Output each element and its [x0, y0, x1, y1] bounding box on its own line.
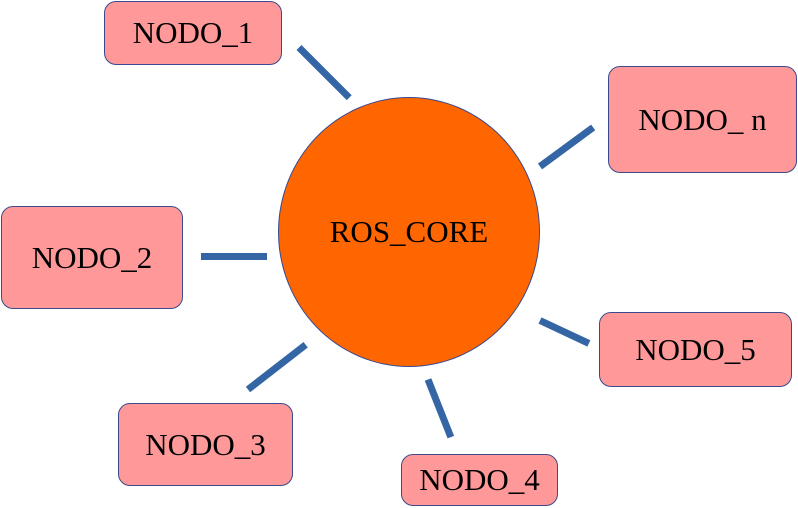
node-nodo-2: NODO_2: [1, 206, 183, 309]
connector-nodo-5: [538, 316, 591, 347]
ros-core-label: ROS_CORE: [329, 214, 489, 249]
connector-nodo-n: [537, 124, 596, 169]
node-label: NODO_1: [132, 15, 254, 50]
node-label: NODO_4: [419, 462, 540, 497]
node-label: NODO_ n: [638, 101, 767, 137]
connector-nodo-3: [245, 341, 309, 392]
connector-nodo-1: [296, 44, 352, 100]
node-nodo-4: NODO_4: [401, 454, 558, 506]
node-label: NODO_5: [635, 331, 756, 367]
node-nodo-n: NODO_ n: [608, 66, 797, 173]
connector-nodo-4: [424, 377, 455, 439]
node-nodo-3: NODO_3: [118, 403, 293, 486]
node-label: NODO_3: [145, 426, 266, 462]
node-nodo-5: NODO_5: [599, 312, 792, 387]
ros-core-node: ROS_CORE: [278, 97, 540, 367]
node-nodo-1: NODO_1: [104, 1, 282, 65]
node-label: NODO_2: [31, 239, 153, 275]
connector-nodo-2: [201, 252, 267, 260]
